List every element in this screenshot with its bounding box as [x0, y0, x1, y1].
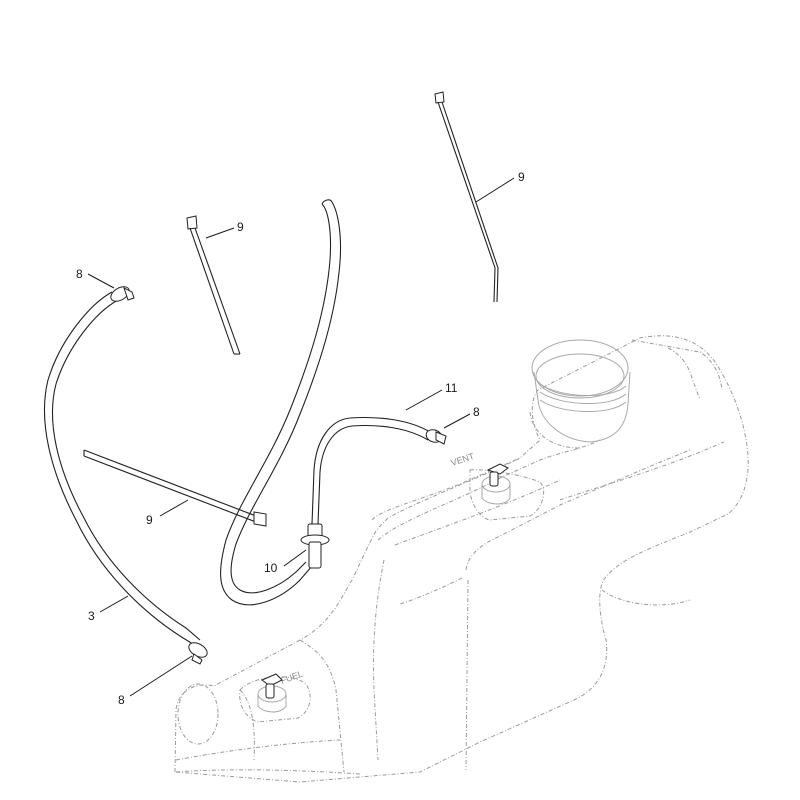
vent-hose [311, 416, 431, 525]
fuel-embossed-label: FUEL [279, 669, 304, 686]
callout-10: 10 [264, 561, 278, 575]
callout-11: 11 [445, 381, 458, 395]
callout-9-lower: 9 [146, 513, 153, 527]
callout-8-bottom: 8 [118, 693, 125, 707]
callout-3: 3 [88, 609, 95, 623]
check-valve [300, 523, 330, 569]
cable-tie-top-right [434, 91, 499, 303]
hose-clamp-bottom [188, 642, 208, 665]
vent-embossed-label: VENT [450, 451, 476, 468]
hose-clamp-vent [425, 429, 447, 445]
callout-9-middle: 9 [237, 220, 244, 234]
vent-fitting [486, 463, 509, 487]
callout-9-top-right: 9 [518, 170, 525, 184]
callout-8-top-left: 8 [76, 267, 83, 281]
fuel-tank-phantom: VENT FUEL [174, 335, 749, 783]
cable-tie-lower [83, 449, 267, 527]
hose-clamp-top-left [110, 286, 135, 302]
callouts: 9 9 8 11 8 9 10 3 8 [76, 170, 525, 707]
fuel-hose [43, 291, 201, 647]
long-hose [220, 199, 342, 606]
callout-8-vent-clamp: 8 [473, 405, 480, 419]
fuel-fitting [261, 673, 283, 699]
cable-tie-middle [186, 215, 241, 355]
